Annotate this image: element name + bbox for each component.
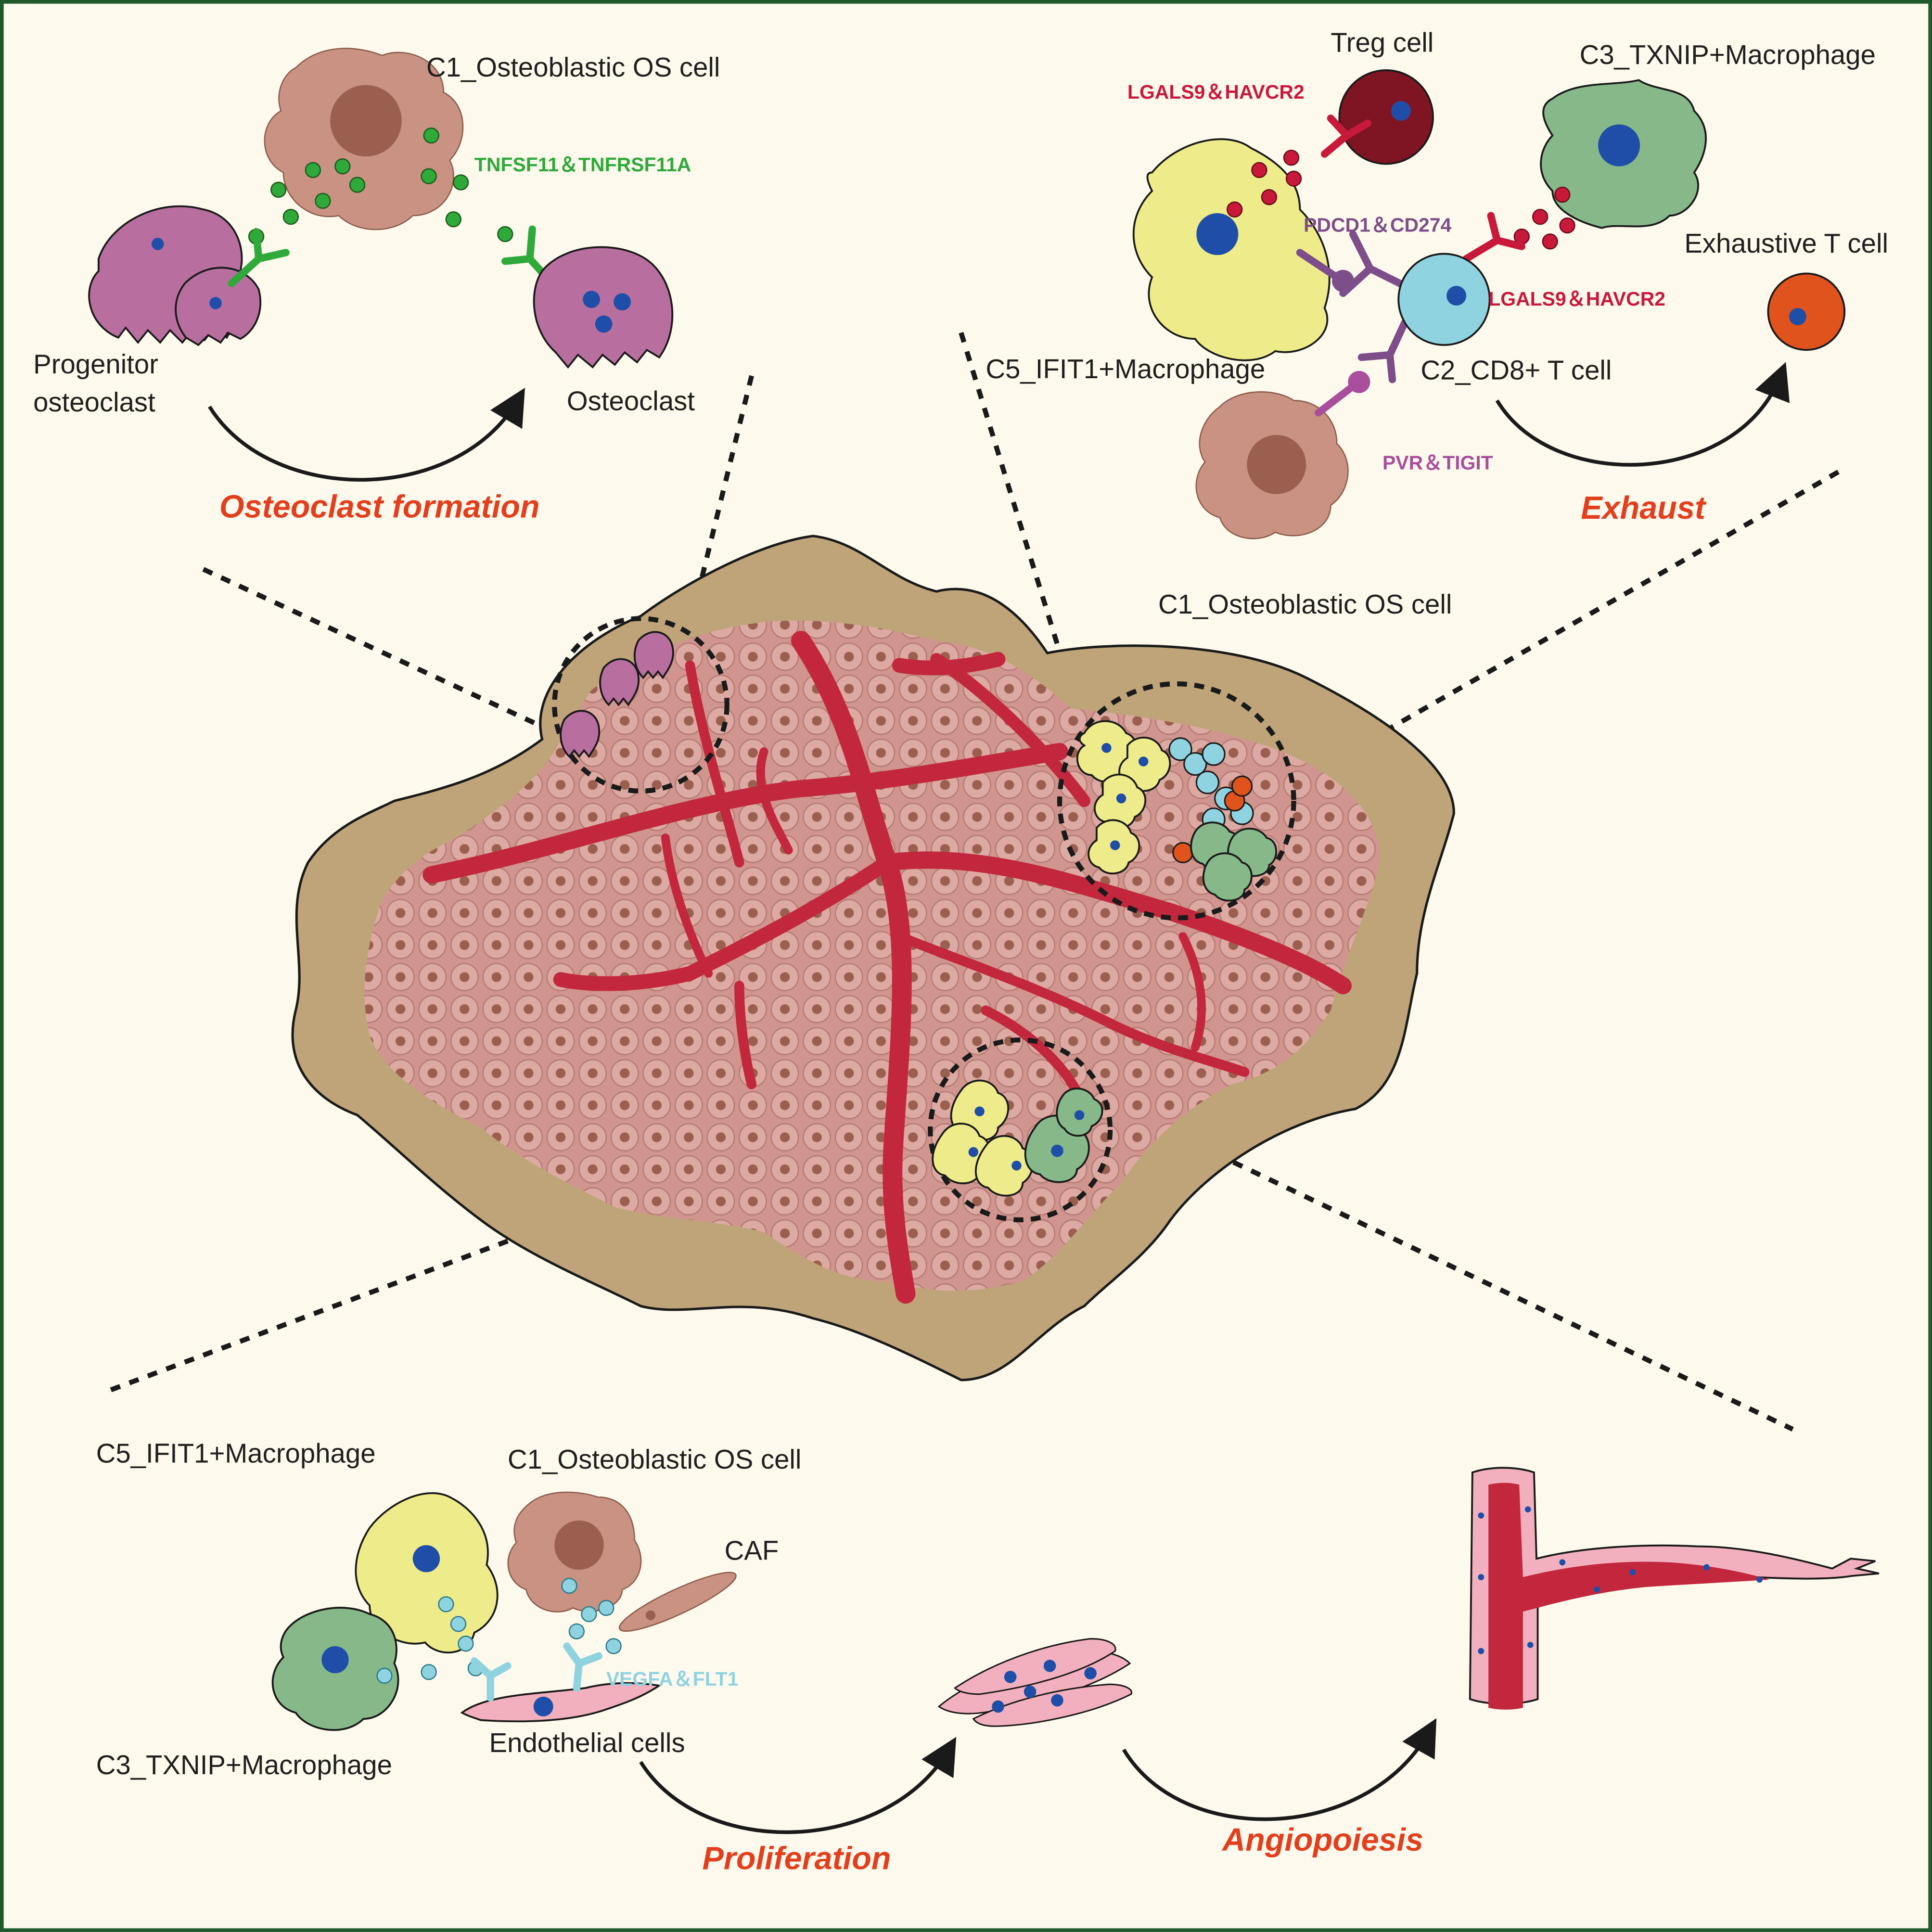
osteoblastic-os-cell-icon: [264, 48, 464, 230]
immune-niche-circle: [1057, 681, 1296, 921]
exhaustive-t-cell-cluster-icon: [1172, 775, 1253, 863]
macrophage-c3-bottom-label: C3_TXNIP+Macrophage: [96, 1750, 392, 1780]
nucleus-dots: [992, 1660, 1097, 1713]
os-cell-bottom-label: C1_Osteoblastic OS cell: [508, 1444, 801, 1474]
receptor-icon: [1315, 381, 1359, 417]
receptor-icon: [1320, 115, 1526, 263]
pvr-tigit-label: PVR＆TIGIT: [1382, 452, 1493, 474]
cd8-t-cell-icon: [1397, 253, 1491, 346]
proliferating-endothelial-cells-icon: [937, 1638, 1133, 1727]
pvr-ligand-head: [1348, 371, 1370, 393]
proliferation-process: Proliferation: [703, 1841, 891, 1876]
receptor-icon: [471, 1642, 603, 1702]
progenitor-label-line2: osteoclast: [33, 387, 155, 417]
endothelial-label: Endothelial cells: [489, 1727, 685, 1758]
receptor-icon: [228, 225, 556, 287]
os-cell-label: C1_Osteoblastic OS cell: [426, 52, 720, 82]
endothelial-cell-icon: [460, 1682, 662, 1723]
cd8-label: C2_CD8+ T cell: [1420, 355, 1612, 385]
tumor-mass: C1_Osteoblastic OS cell: [291, 535, 1456, 1382]
nucleus-dots: [1101, 743, 1149, 850]
curved-arrow-icon: [208, 387, 525, 482]
macrophage-c3-cluster-icon: [1190, 821, 1278, 902]
exhaustive-t-label: Exhaustive T cell: [1684, 228, 1888, 258]
curved-arrow-icon: [1122, 1718, 1437, 1821]
progenitor-label-line1: Progenitor: [33, 349, 158, 379]
osteoclast-formation-panel: C1_Osteoblastic OS cell TNFSF11＆TNFRSF11…: [33, 48, 720, 525]
exhaust-process: Exhaust: [1581, 490, 1707, 526]
caf-nucleus: [645, 1610, 656, 1621]
cd8-nucleus: [1446, 286, 1467, 306]
macrophage-c3-icon: [1540, 79, 1707, 229]
macrophage-c5-icon: [1132, 138, 1331, 361]
osteoclast-formation-process: Osteoclast formation: [219, 489, 540, 525]
angiogenesis-panel: C5_IFIT1+Macrophage C1_Osteoblastic OS c…: [96, 1438, 1880, 1876]
macrophage-c3-icon: [271, 1607, 399, 1731]
macrophage-c3-top-label: C3_TXNIP+Macrophage: [1580, 39, 1876, 70]
vegfa-ligand-dots: [376, 1577, 622, 1684]
osteoclast-label: Osteoclast: [567, 386, 695, 416]
lgals9-ligand-dots: [1227, 150, 1575, 250]
treg-nucleus: [1391, 101, 1411, 121]
pdcd1-cd274-label: PDCD1＆CD274: [1304, 214, 1451, 236]
blood-vessel-network: [422, 631, 1352, 1304]
lgals9-havcr2-top-label: LGALS9＆HAVCR2: [1127, 81, 1305, 103]
center-os-cell-label: C1_Osteoblastic OS cell: [1158, 589, 1452, 619]
osteoclast-icon: [533, 246, 674, 369]
curved-arrow-icon: [639, 1737, 957, 1834]
nucleus-dots: [968, 1106, 1085, 1171]
blood-vessel-icon: [1469, 1467, 1880, 1710]
osteoclast-icon: [560, 631, 674, 758]
curved-arrow-icon: [1495, 362, 1790, 467]
macrophage-c5-top-label: C5_IFIT1+Macrophage: [985, 354, 1265, 384]
treg-cell-icon: [1338, 69, 1434, 165]
exhaust-panel: Treg cell LGALS9＆HAVCR2 C3_TXNIP+Macroph…: [985, 27, 1888, 539]
macrophage-c5-bottom-label: C5_IFIT1+Macrophage: [96, 1438, 376, 1468]
exhaustive-t-cell-icon: [1767, 272, 1846, 351]
treg-label: Treg cell: [1331, 27, 1433, 58]
lgals9-havcr2-right-label: LGALS9＆HAVCR2: [1488, 288, 1665, 310]
exhaustive-t-nucleus: [1789, 308, 1806, 325]
osteoblastic-os-cell-icon: [507, 1491, 642, 1612]
vegfa-flt1-label: VEGFA＆FLT1: [606, 1668, 739, 1690]
pdcd1-ligand-head: [1331, 269, 1355, 292]
caf-label: CAF: [725, 1535, 779, 1566]
tnfsf11-tnfrsf11a-label: TNFSF11＆TNFRSF11A: [474, 154, 691, 176]
nucleus-dots: [151, 238, 222, 309]
angiogenesis-niche-circle: [928, 1037, 1113, 1223]
osteoclast-niche-circle: [552, 616, 729, 794]
osteoblastic-os-cell-icon: [1195, 391, 1349, 539]
macrophage-c5-icon: [355, 1492, 499, 1654]
angiopoiesis-process: Angiopoiesis: [1221, 1822, 1423, 1858]
